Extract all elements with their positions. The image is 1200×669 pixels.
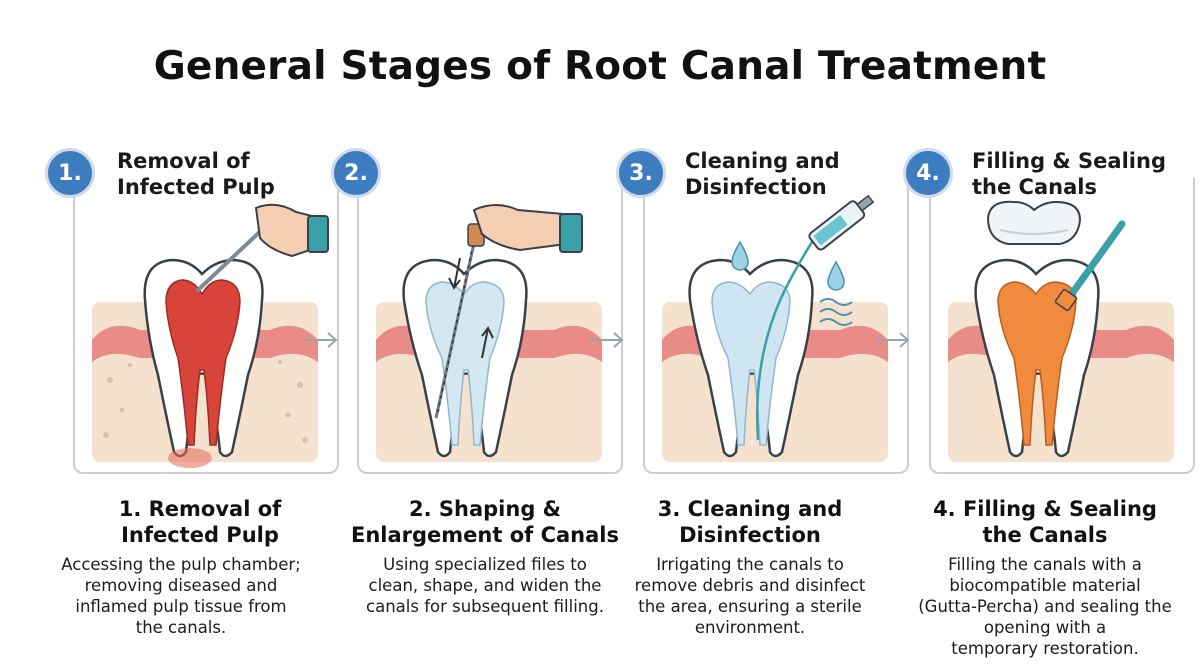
sleeve — [559, 213, 583, 253]
arrow-right-icon — [304, 332, 338, 348]
stage-1-desc-line-1: Accessing the pulp chamber; — [61, 555, 301, 574]
stage-4-description: Filling the canals with a biocompatible … — [905, 554, 1185, 659]
page-title: General Stages of Root Canal Treatment — [153, 44, 1047, 89]
stage-3-top-title-line-1: Cleaning and — [685, 149, 840, 173]
stage-2-description: Using specialized files to clean, shape,… — [335, 554, 635, 617]
stage-4-desc-line-5: temporary restoration. — [951, 639, 1139, 658]
stage-4-bottom-title-line-2: the Canals — [982, 523, 1108, 547]
endodontic-file-icon — [434, 233, 478, 419]
dental-explorer-icon — [196, 224, 268, 292]
stage-3-desc-line-4: environment. — [694, 618, 806, 637]
crown-icon — [986, 200, 1082, 245]
stage-1-description: Accessing the pulp chamber; removing dis… — [40, 554, 322, 638]
stage-4-bottom-title: 4. Filling & Sealing the Canals — [905, 496, 1185, 548]
stage-4-top-title-line-2: the Canals — [972, 175, 1097, 199]
stage-4-top-title-line-1: Filling & Sealing — [972, 149, 1166, 173]
stage-2-bottom-title-line-2: Enlargement of Canals — [351, 523, 619, 547]
stage-2-desc-line-2: clean, shape, and widen the — [368, 576, 602, 595]
bone-pores — [103, 360, 308, 443]
stage-4-badge: 4. — [903, 148, 953, 198]
stage-1-desc-line-3: inflamed pulp tissue from — [75, 597, 287, 616]
stage-4-desc-line-1: Filling the canals with a — [948, 555, 1142, 574]
stage-1-badge: 1. — [45, 148, 95, 198]
gutta-percha-filling — [997, 281, 1077, 446]
stage-2-desc-line-1: Using specialized files to — [383, 555, 587, 574]
stage-1-top-title-line-1: Removal of — [117, 149, 250, 173]
stage-3-badge: 3. — [616, 148, 666, 198]
stage-1-top-title-line-2: Infected Pulp — [117, 175, 275, 199]
stage-3-bottom-title: 3. Cleaning and Disinfection — [610, 496, 890, 548]
stage-1-top-title: Removal of Infected Pulp — [117, 148, 317, 200]
stage-2-badge: 2. — [331, 148, 381, 198]
stage-4-desc-line-3: (Gutta-Percha) and sealing the — [918, 597, 1172, 616]
stage-4-illustration — [948, 200, 1174, 462]
stage-1-frame — [73, 178, 339, 474]
infection-spread — [168, 448, 212, 468]
stage-4-frame — [929, 178, 1195, 474]
stage-1-desc-line-2: removing diseased and — [84, 576, 278, 595]
stage-1-bottom-title-line-1: 1. Removal of — [118, 497, 282, 521]
stage-2-bottom-title-line-1: 2. Shaping & — [409, 497, 561, 521]
infected-pulp — [165, 279, 241, 446]
stage-4-bottom-title-line-1: 4. Filling & Sealing — [933, 497, 1157, 521]
file-grooves — [437, 239, 475, 413]
hand-icon — [472, 204, 568, 252]
stage-2-illustration — [376, 204, 602, 462]
arrow-right-icon — [876, 332, 910, 348]
up-arrow-icon — [481, 326, 494, 359]
applicator-icon — [1062, 220, 1126, 306]
cleaned-canals — [425, 281, 505, 446]
water-waves-icon — [819, 298, 853, 326]
stage-4-top-title: Filling & Sealing the Canals — [972, 148, 1172, 200]
stage-3-desc-line-2: remove debris and disinfect — [634, 576, 866, 595]
syringe-icon — [808, 194, 875, 251]
stage-3-top-title: Cleaning and Disinfection — [685, 148, 885, 200]
stage-2-frame — [357, 178, 623, 474]
stage-3-bottom-title-line-2: Disinfection — [679, 523, 821, 547]
stage-1-illustration — [92, 203, 329, 468]
irrigation-tube — [755, 235, 818, 441]
sleeve — [307, 215, 329, 253]
stage-3-top-title-line-2: Disinfection — [685, 175, 827, 199]
stage-3-frame — [643, 178, 909, 474]
stage-1-bottom-title-line-2: Infected Pulp — [121, 523, 279, 547]
applicator-tip — [1054, 288, 1078, 312]
stage-2-desc-line-3: canals for subsequent filling. — [366, 597, 604, 616]
down-arrow-icon — [448, 257, 461, 290]
water-drop-icon — [827, 260, 845, 291]
stage-3-illustration — [662, 194, 888, 462]
stage-4-desc-line-2: biocompatible material — [949, 576, 1141, 595]
water-drop-icon — [731, 240, 749, 271]
stage-2-bottom-title: 2. Shaping & Enlargement of Canals — [335, 496, 635, 548]
stage-3-bottom-title-line-1: 3. Cleaning and — [657, 497, 843, 521]
stage-3-desc-line-3: the area, ensuring a sterile — [638, 597, 862, 616]
stage-3-description: Irrigating the canals to remove debris a… — [610, 554, 890, 638]
stage-3-desc-line-1: Irrigating the canals to — [656, 555, 844, 574]
stage-1-desc-line-4: the canals. — [135, 618, 227, 637]
stage-1-bottom-title: 1. Removal of Infected Pulp — [65, 496, 335, 548]
stage-4-desc-line-4: opening with a — [983, 618, 1107, 637]
arrow-right-icon — [590, 332, 624, 348]
